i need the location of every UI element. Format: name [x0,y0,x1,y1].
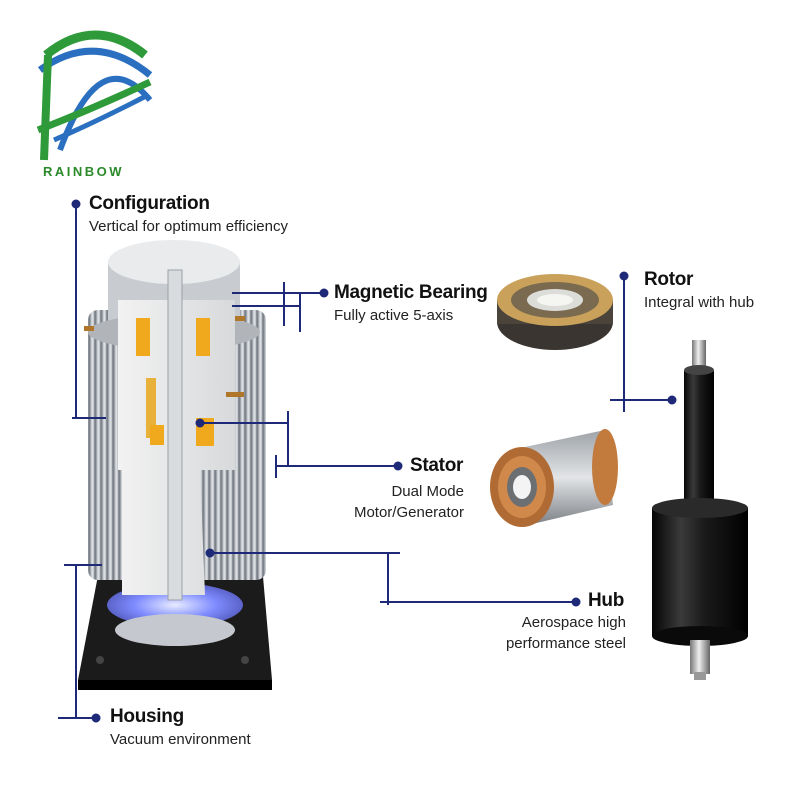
configuration-subtitle: Vertical for optimum efficiency [89,218,288,235]
rotor-subtitle: Integral with hub [644,294,755,311]
housing-title: Housing [110,706,184,727]
stator-image [490,429,618,527]
hub-subtitle-line2: performance steel [505,635,626,652]
brand-name: RAINBOW [43,164,125,179]
housing-subtitle: Vacuum environment [110,731,251,748]
stator-title: Stator [410,455,464,476]
hub-title: Hub [588,590,625,611]
rotor-title: Rotor [644,269,694,290]
stator-subtitle-line1: Dual Mode [391,483,464,500]
magnetic-bearing-subtitle: Fully active 5-axis [334,307,454,324]
hub-end-dot [205,548,215,558]
hub-subtitle-line1: Aerospace high [521,614,626,631]
magnetic-bearing-image [497,274,613,350]
configuration-dot [71,199,81,209]
rainbow-logo [36,30,153,161]
magnetic-bearing-dot [319,288,329,298]
rotor-dot [619,271,629,281]
configuration-title: Configuration [89,193,210,214]
stator-end-dot [195,418,205,428]
flywheel-cutaway [78,240,272,690]
rotor-end-dot [667,395,677,405]
housing-dot [91,713,101,723]
magnetic-bearing-title: Magnetic Bearing [334,282,488,303]
rotor-image [652,340,748,680]
hub-dot [571,597,581,607]
leader-dots [71,199,677,723]
stator-subtitle-line2: Motor/Generator [353,504,464,521]
leader-lines [58,204,672,719]
stator-dot [393,461,403,471]
